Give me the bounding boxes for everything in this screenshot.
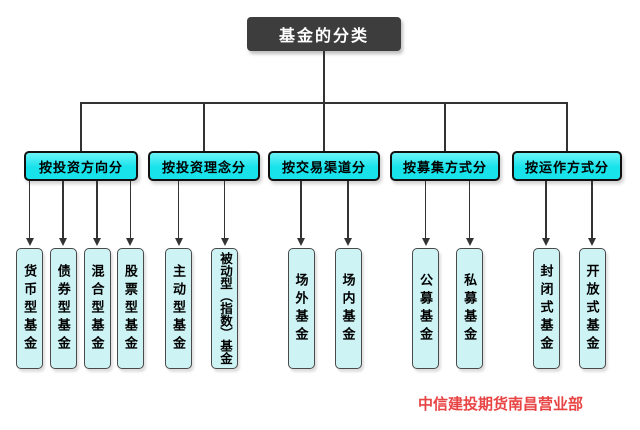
arrowhead-icon	[25, 238, 34, 246]
category-node: 按投资方向分	[24, 151, 138, 181]
leaf-node: 混合型基金	[83, 248, 111, 369]
leaf-node: 私募基金	[456, 248, 484, 369]
connector-drop	[323, 102, 325, 151]
category-node-label: 按投资方向分	[38, 159, 123, 175]
leaf-node-label: 混合型基金	[89, 263, 105, 354]
leaf-node-label: 场内基金	[340, 272, 356, 345]
category-node: 按交易渠道分	[268, 151, 380, 181]
leaf-node: 开放式基金	[578, 248, 606, 369]
arrow-stem	[62, 181, 64, 238]
leaf-node-label: 债券型基金	[55, 263, 71, 354]
category-node: 按募集方式分	[390, 151, 500, 181]
arrow-stem	[468, 181, 471, 238]
leaf-node-label: 主动型基金	[171, 263, 186, 354]
arrow-stem	[347, 181, 349, 238]
arrow-stem	[591, 181, 593, 238]
arrow-stem	[28, 181, 31, 238]
arrow-stem	[545, 181, 547, 238]
leaf-node-label: 公募基金	[418, 272, 433, 345]
leaf-node-label: 被动型（指数）基金	[217, 252, 232, 365]
leaf-node: 被动型（指数）基金	[211, 248, 239, 369]
leaf-node: 场外基金	[287, 248, 315, 369]
arrow-stem	[96, 181, 98, 238]
arrowhead-icon	[344, 238, 352, 246]
leaf-node: 股票型基金	[116, 248, 144, 369]
connector-trunk	[323, 51, 325, 102]
arrow-stem	[129, 181, 132, 238]
leaf-node: 公募基金	[412, 248, 439, 369]
category-node-label: 按交易渠道分	[281, 159, 366, 175]
category-node: 按投资理念分	[148, 151, 260, 181]
leaf-node-label: 私募基金	[462, 272, 478, 345]
connector-drop	[566, 102, 568, 151]
leaf-node-label: 股票型基金	[122, 263, 138, 354]
category-node-label: 按运作方式分	[524, 159, 609, 175]
leaf-node-label: 开放式基金	[584, 263, 600, 354]
category-node-label: 按投资理念分	[161, 159, 246, 175]
leaf-node-label: 场外基金	[293, 272, 309, 345]
root-node-label: 基金的分类	[278, 28, 369, 45]
arrowhead-icon	[465, 238, 474, 246]
connector-drop	[80, 102, 82, 151]
arrowhead-icon	[588, 238, 596, 246]
arrow-stem	[223, 181, 226, 238]
footer-watermark: 中信建投期货南昌营业部	[418, 396, 584, 413]
arrowhead-icon	[174, 238, 183, 246]
leaf-node-label: 封闭式基金	[538, 263, 554, 354]
category-node: 按运作方式分	[512, 151, 622, 181]
arrowhead-icon	[297, 238, 305, 246]
arrowhead-icon	[421, 238, 430, 246]
leaf-node: 场内基金	[334, 248, 362, 369]
leaf-node: 封闭式基金	[532, 248, 560, 369]
leaf-node-label: 货币型基金	[22, 263, 38, 354]
connector-drop	[444, 102, 446, 151]
root-node: 基金的分类	[247, 17, 401, 51]
arrowhead-icon	[59, 238, 68, 246]
category-node-label: 按募集方式分	[402, 159, 487, 175]
arrow-stem	[424, 181, 427, 238]
arrow-stem	[300, 181, 302, 238]
arrowhead-icon	[93, 238, 101, 246]
arrowhead-icon	[220, 238, 229, 246]
leaf-node: 货币型基金	[16, 248, 44, 369]
arrow-stem	[177, 181, 180, 238]
connector-drop	[203, 102, 205, 151]
arrowhead-icon	[126, 238, 135, 246]
leaf-node: 债券型基金	[49, 248, 77, 369]
leaf-node: 主动型基金	[165, 248, 192, 369]
arrowhead-icon	[542, 238, 550, 246]
